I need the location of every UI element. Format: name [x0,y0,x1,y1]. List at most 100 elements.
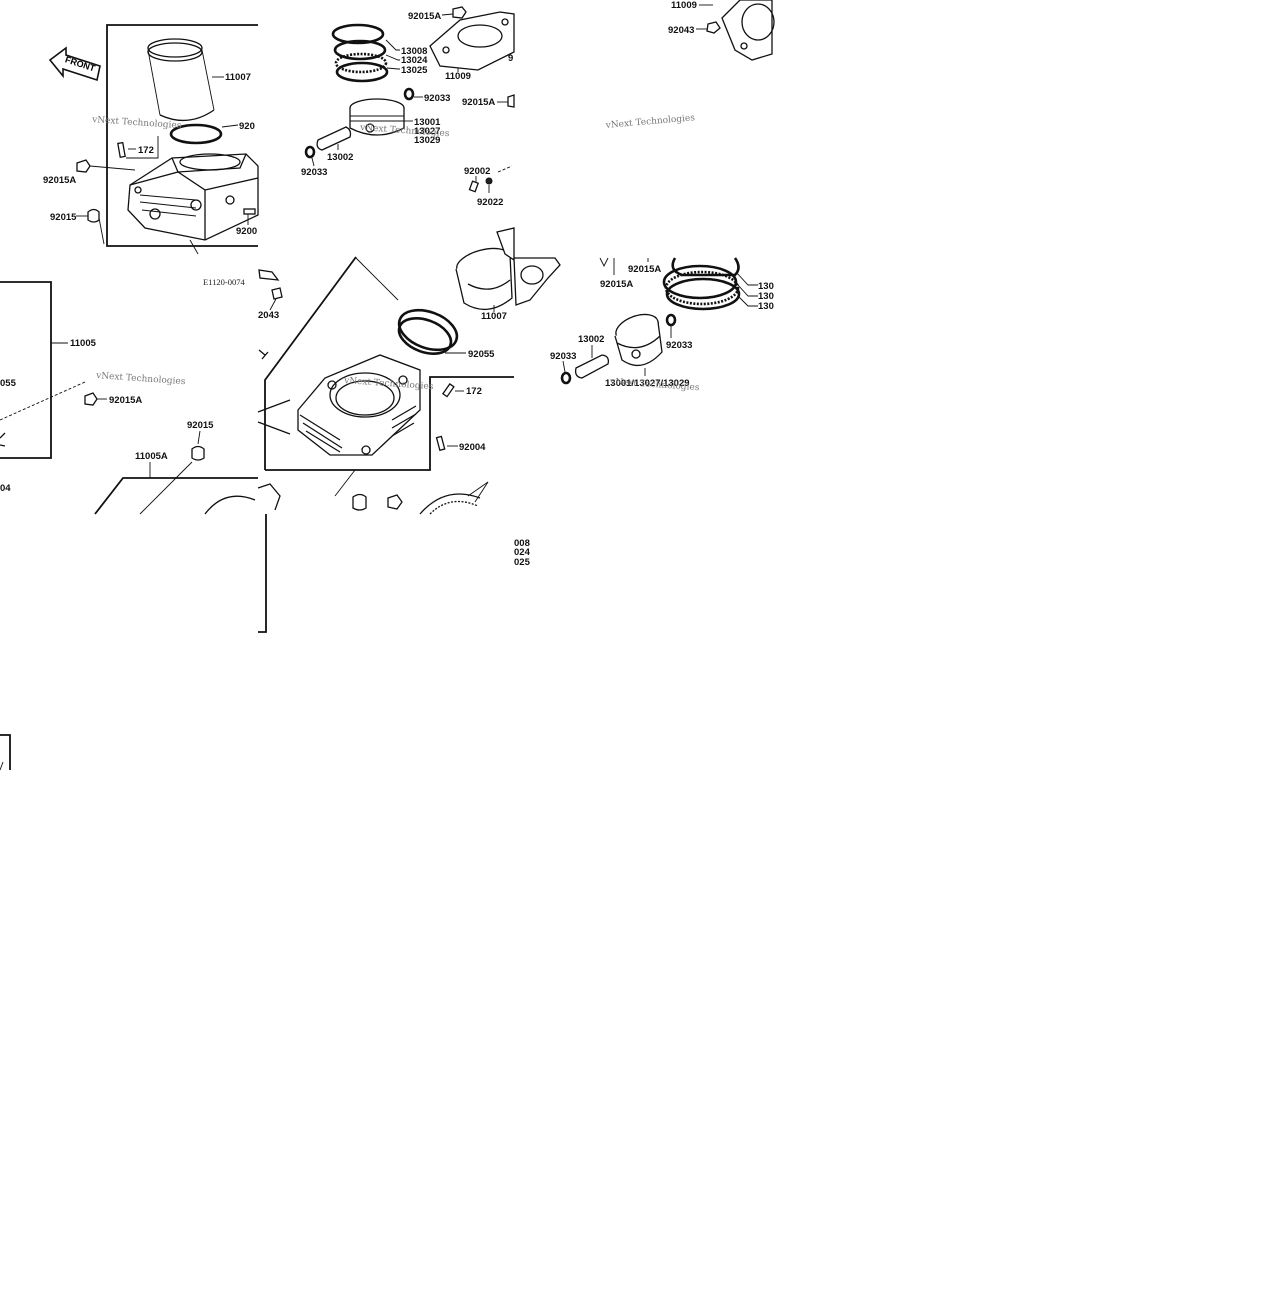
dowel-pin [243,208,256,215]
label-92015-d: 92015 [187,420,214,431]
label-13024: 13024 [401,55,428,66]
circlip-left [304,145,316,159]
label-92015A-f-upper: 92015A [628,264,661,275]
label-055: 055 [0,378,17,389]
panel-e-frame-right [265,376,514,471]
label-130b: 130 [758,291,774,302]
label-11007-e: 11007 [481,311,507,322]
gasket-11009-fragment [721,0,773,61]
label-92015A-right: 92015A [462,97,495,108]
panel-lower-fragment: 008 024 025 [0,514,531,771]
label-13008: 13008 [401,46,427,57]
nut-92015a-right [507,94,515,108]
label-92015A-d: 92015A [109,395,142,406]
label-9200x: 9200 [236,226,257,237]
cylinder-liner-11007-e [455,247,513,310]
piston-13001 [349,98,405,136]
panel-e-frame-left [264,256,357,470]
piston-f [614,313,663,367]
label-172: 172 [138,145,154,156]
o-ring-outer [397,308,459,352]
drawing-code: E1120-0074 [203,277,245,287]
label-2043: 2043 [258,310,279,321]
piston-ring-set [331,23,389,83]
label-11007: 11007 [225,72,251,83]
label-92002: 92002 [464,166,490,177]
panel-piston-right: 92015A 92015A 130 130 130 92033 13002 [550,257,774,393]
label-13025: 13025 [401,65,428,76]
panel-cylinder-center: 2043 11007 92055 [257,227,561,515]
label-13027: 13027 [414,126,440,137]
panel-d-frame [0,281,52,459]
panel-a-frame [106,24,258,247]
label-92033-f-right: 92033 [666,340,692,351]
label-008: 008 [514,538,530,549]
panel-h-frame [0,734,11,770]
stud-172 [117,141,126,158]
piston-ring-set-f [662,257,741,311]
label-11009: 11009 [445,71,471,82]
label-92022: 92022 [477,197,503,208]
watermark-d: vNext Technologies [95,371,186,387]
nut-bottom [387,494,403,510]
panel-g-frame [258,514,267,633]
label-92015A-f-lower: 92015A [600,279,633,290]
front-arrow: FRONT [48,46,101,82]
label-025: 025 [514,557,531,568]
label-13029: 13029 [414,135,440,146]
label-172-e: 172 [466,386,482,397]
nut-92015a-d [84,392,98,406]
o-ring [169,123,223,145]
label-9205x: 920 [239,121,255,132]
o-ring-inner [397,317,453,355]
cylinder-liner-11007 [147,38,215,122]
label-92043-c: 92043 [668,25,694,36]
label-92055: 92055 [468,349,495,360]
panel-piston-rings: 92015A 13008 13024 13025 11009 9 92033 [301,6,515,208]
label-92015: 92015 [50,212,77,223]
panel-cylinder-block: FRONT 11007 920 172 [43,24,259,287]
label-13001: 13001 [414,117,441,128]
cap-nut-bottom [352,493,367,511]
panel-d-lower-frame [94,477,258,515]
piston-pin-f [574,354,610,379]
watermark-c: vNext Technologies [604,113,695,131]
cylinder-block-e [297,354,421,456]
cap-nut-92015 [87,208,100,223]
circlip-f-left [560,371,572,385]
label-130a: 130 [758,281,774,292]
washer-92022 [485,177,493,185]
gasket-11009-e [513,257,561,306]
dowel-92043-e [271,287,283,300]
label-13002-f: 13002 [578,334,604,345]
label-130c: 130 [758,301,774,312]
label-11005A: 11005A [135,451,168,462]
dowel-92043 [706,21,721,34]
circlip-right [403,87,415,101]
label-9x: 9 [508,53,513,64]
label-024: 024 [514,547,531,558]
stud-172-e [442,383,455,398]
label-92015A: 92015A [43,175,76,186]
label-04: 04 [0,483,11,494]
gasket-11009 [429,11,515,71]
label-92033-l: 92033 [301,167,327,178]
panel-gasket-fragment: 11009 92043 vNext Technologies [604,0,775,131]
label-92015A-top: 92015A [408,11,441,22]
label-11005: 11005 [70,338,97,349]
label-92033-r: 92033 [424,93,450,104]
label-92033-f-left: 92033 [550,351,576,362]
label-13002: 13002 [327,152,353,163]
label-92004: 92004 [459,442,486,453]
cylinder-block-body [127,153,259,241]
gasket-edge [258,269,280,281]
dowel-92004 [435,435,446,452]
piston-pin-13002 [316,126,352,151]
circlip-f-right [665,313,677,327]
panel-cylinder-left: 11005 055 92015A 92015 11005A 04 vNext T… [0,281,258,515]
nut-92015a [76,159,91,173]
label-13001-13027-13029: 13001/13027/13029 [605,378,690,389]
nut-92015a-top [452,6,467,19]
